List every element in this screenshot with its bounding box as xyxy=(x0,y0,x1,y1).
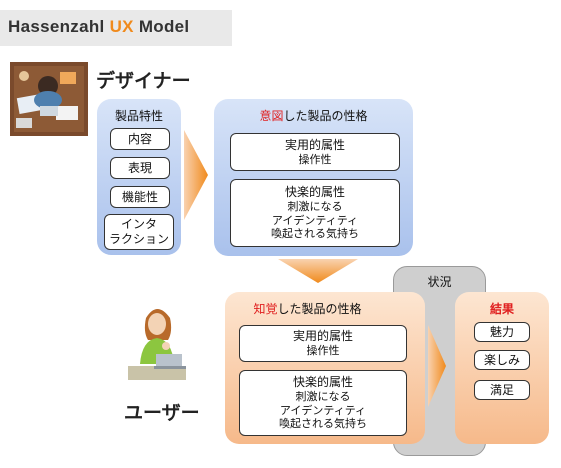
intended-hedonic-title: 快楽的属性 xyxy=(284,184,345,199)
result-satisfaction-label: 満足 xyxy=(489,382,514,397)
feature-functionality-box: 機能性 xyxy=(110,186,170,208)
intended-character-title: 意図した製品の性格 xyxy=(214,107,413,124)
perceived-hedonic-title: 快楽的属性 xyxy=(292,374,353,389)
intended-title-highlight: 意図 xyxy=(259,109,284,123)
perceived-hedonic-line1: 刺激になる xyxy=(295,389,351,403)
results-title-text: 結果 xyxy=(489,302,514,316)
arrow-down-icon xyxy=(278,259,358,283)
title-accent: UX xyxy=(109,17,134,36)
title-prefix: Hassenzahl xyxy=(8,17,110,36)
result-appeal-box: 魅力 xyxy=(474,322,530,342)
user-at-laptop-illustration-icon xyxy=(128,309,186,380)
feature-presentation-box: 表現 xyxy=(110,157,170,179)
result-satisfaction-box: 満足 xyxy=(474,380,530,400)
context-label: 状況 xyxy=(427,275,452,289)
title-suffix: Model xyxy=(133,17,190,36)
designer-label: デザイナー xyxy=(96,70,191,92)
intended-hedonic-line3: 喚起される気持ち xyxy=(271,227,359,241)
feature-interaction-line2: ラクション xyxy=(108,232,169,246)
user-label: ユーザー xyxy=(124,402,200,424)
perceived-pragmatic-box: 実用的属性 操作性 xyxy=(239,325,407,362)
feature-content-box: 内容 xyxy=(110,128,170,150)
intended-hedonic-line1: 刺激になる xyxy=(287,199,343,213)
perceived-hedonic-line2: アイデンティティ xyxy=(279,403,367,417)
arrow-right-icon xyxy=(184,130,208,220)
intended-title-rest: した製品の性格 xyxy=(283,109,368,123)
feature-content-label: 内容 xyxy=(127,131,152,146)
results-title: 結果 xyxy=(455,300,549,317)
feature-interaction-line1: インタ xyxy=(120,217,157,231)
perceived-pragmatic-title: 実用的属性 xyxy=(292,329,353,344)
intended-pragmatic-title: 実用的属性 xyxy=(284,137,345,152)
feature-presentation-label: 表現 xyxy=(127,160,152,175)
perceived-character-title: 知覚した製品の性格 xyxy=(225,300,390,317)
intended-pragmatic-box: 実用的属性 操作性 xyxy=(230,133,400,171)
result-pleasure-box: 楽しみ xyxy=(474,350,530,370)
intended-hedonic-box: 快楽的属性 刺激になる アイデンティティ 喚起される気持ち xyxy=(230,179,400,247)
perceived-title-rest: した製品の性格 xyxy=(277,302,362,316)
perceived-pragmatic-sub: 操作性 xyxy=(306,344,340,358)
intended-hedonic-line2: アイデンティティ xyxy=(271,213,359,227)
designer-desk-illustration-icon xyxy=(10,62,88,136)
perceived-title-highlight: 知覚 xyxy=(253,302,278,316)
perceived-hedonic-line3: 喚起される気持ち xyxy=(279,417,367,431)
title-bar xyxy=(0,10,232,46)
product-features-title: 製品特性 xyxy=(114,109,163,123)
arrow-right-results-icon xyxy=(428,325,446,407)
result-appeal-label: 魅力 xyxy=(489,324,514,339)
intended-pragmatic-sub: 操作性 xyxy=(298,152,332,166)
perceived-hedonic-box: 快楽的属性 刺激になる アイデンティティ 喚起される気持ち xyxy=(239,370,407,436)
feature-interaction-box: インタ ラクション xyxy=(104,214,174,250)
diagram-title: Hassenzahl UX Model xyxy=(8,17,189,37)
feature-functionality-label: 機能性 xyxy=(121,189,158,204)
result-pleasure-label: 楽しみ xyxy=(483,352,520,367)
